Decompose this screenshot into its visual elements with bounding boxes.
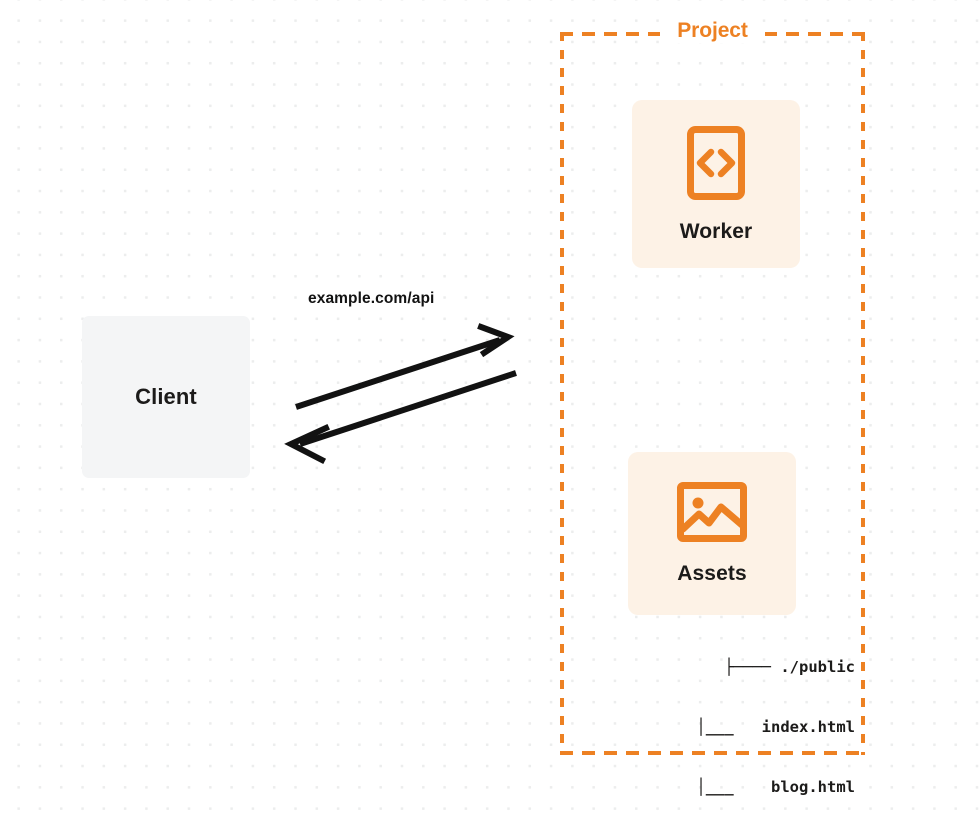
project-border-bottom <box>560 751 865 755</box>
file-tree-row: ├──── ./public <box>724 658 855 676</box>
project-border-top-left <box>560 32 660 36</box>
project-group: Project Worker Assets <box>560 19 865 796</box>
project-border-left <box>560 32 564 755</box>
file-tree-row: │___ blog.html <box>696 778 855 796</box>
project-dashed-border <box>560 32 865 755</box>
image-icon <box>676 481 748 548</box>
connection-label: example.com/api <box>308 290 435 307</box>
response-arrow <box>284 370 517 465</box>
project-border-top-right <box>765 32 865 36</box>
project-title: Project <box>671 19 754 43</box>
project-border-right <box>861 32 865 755</box>
assets-file-tree: ├──── ./public │___ index.html │___ blog… <box>610 617 855 818</box>
request-arrow <box>295 323 515 410</box>
assets-label: Assets <box>677 562 747 585</box>
assets-card: Assets <box>628 452 796 615</box>
file-tree-row: │___ index.html <box>696 718 855 736</box>
worker-card: Worker <box>632 100 800 268</box>
code-brackets-icon <box>686 125 746 206</box>
client-label: Client <box>135 384 197 409</box>
client-node: Client <box>82 316 250 478</box>
worker-label: Worker <box>679 219 753 243</box>
